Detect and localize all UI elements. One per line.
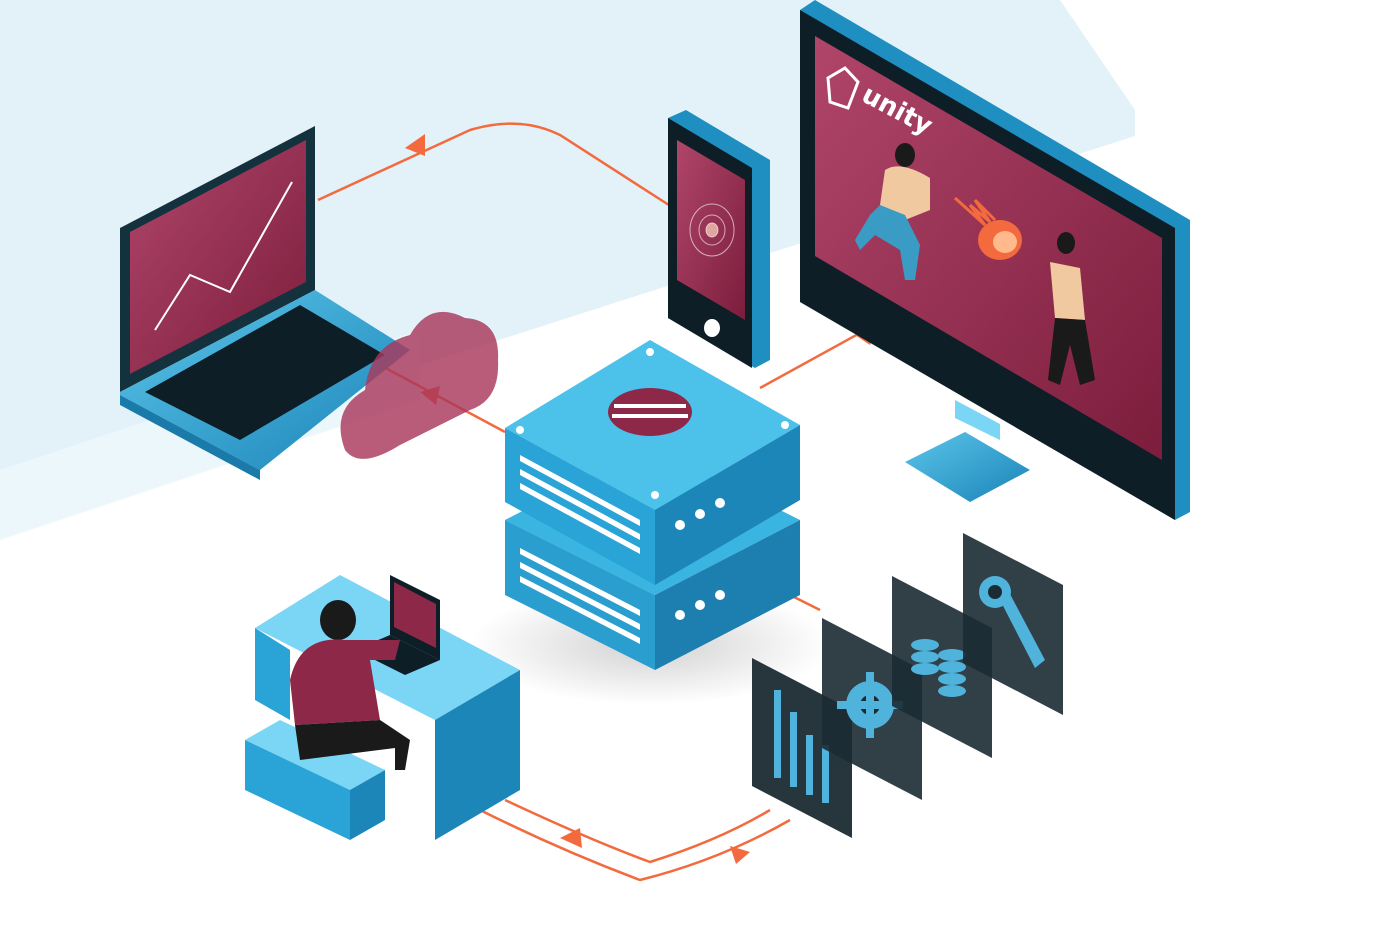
smartphone	[668, 110, 770, 368]
server-upper-leds	[675, 498, 725, 530]
touch-target-icon	[689, 203, 735, 257]
wrench-icon	[979, 576, 1045, 668]
developer-at-desk	[245, 575, 520, 840]
person-head-icon	[320, 600, 356, 640]
fireball-icon	[953, 196, 1022, 260]
laptop	[120, 126, 410, 480]
server-upper-vents	[520, 455, 640, 554]
unity-cube-icon	[826, 66, 860, 110]
laptop-screen	[130, 140, 306, 374]
panel-wrench	[963, 533, 1063, 715]
person-shirt	[290, 639, 400, 725]
cloud-icon	[340, 311, 499, 459]
arrowhead-icon	[560, 828, 582, 848]
arrow-panels-to-developer-bottom	[504, 798, 771, 864]
fighter-left-icon	[855, 143, 930, 280]
server-lower-leds	[675, 590, 725, 620]
bar-chart-icon	[774, 690, 829, 803]
server-emblem-icon	[608, 388, 692, 436]
server-rack	[470, 340, 830, 705]
home-button-icon	[704, 319, 720, 337]
monitor: unity	[800, 0, 1190, 520]
trend-line-icon	[154, 181, 293, 331]
tool-panels	[752, 533, 1063, 838]
fighter-right-icon	[1048, 232, 1095, 385]
arrow-developer-to-panels-top	[479, 808, 791, 882]
arrowhead-icon	[405, 134, 425, 156]
server-lower-vents	[520, 548, 640, 644]
monitor-stand	[905, 432, 1030, 502]
gear-icon	[837, 672, 903, 738]
arrowhead-icon	[730, 846, 750, 864]
server-top-screws	[516, 348, 789, 499]
database-icon	[911, 639, 966, 697]
arrow-laptop-to-phone	[317, 122, 701, 227]
monitor-neck	[955, 400, 1000, 440]
